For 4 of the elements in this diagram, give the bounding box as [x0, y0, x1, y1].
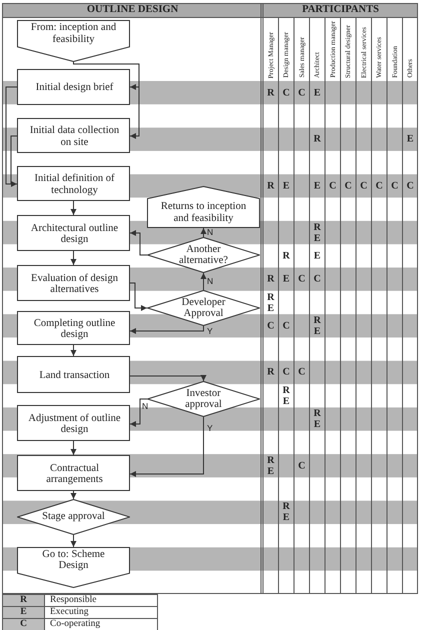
role-description: Responsible	[44, 594, 158, 607]
role-code: E	[2, 606, 45, 619]
role-code: R	[2, 594, 45, 607]
role-code: C	[2, 618, 45, 630]
